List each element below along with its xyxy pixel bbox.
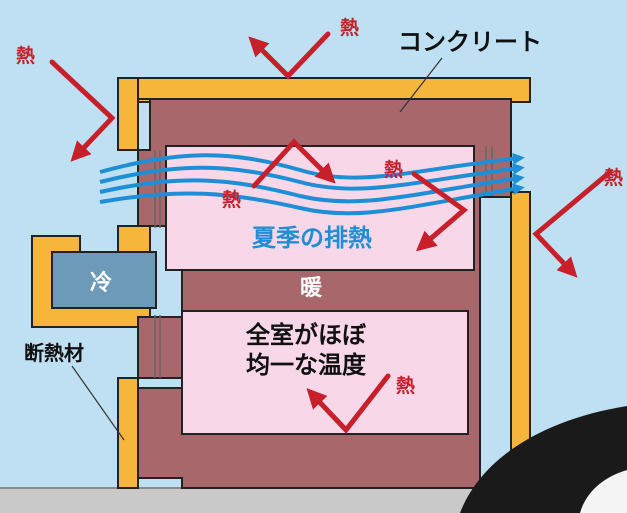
cool-room: [51, 251, 157, 309]
uniform-temp-line1: 全室がほぼ: [245, 321, 367, 349]
lower-room: [181, 310, 469, 435]
heat-arrow-upper-room: [411, 171, 469, 252]
left-lower-insulation: [117, 377, 139, 489]
heat-label-lower-room: 熱: [396, 374, 415, 397]
heat-arrow-right: [532, 169, 613, 278]
heat-arrow-left: [49, 59, 116, 162]
heat-label-ceiling: 熱: [222, 188, 241, 211]
window-lines: [154, 146, 493, 378]
heat-label-roof: 熱: [340, 16, 359, 39]
heat-label-right: 熱: [604, 166, 623, 189]
heat-label-upper-room: 熱: [384, 158, 403, 181]
insulation-leader: [71, 365, 125, 441]
corner-overlay-highlight: [580, 470, 627, 513]
corner-overlay: [460, 406, 627, 513]
summer-exhaust-label: 夏季の排熱: [252, 224, 372, 252]
heat-arrow-roof: [248, 31, 331, 80]
concrete-label: コンクリート: [398, 28, 542, 56]
cool-label: 冷: [90, 270, 112, 296]
warm-label: 暖: [300, 276, 323, 301]
concrete-leader: [399, 57, 443, 113]
heat-arrow-lower-room: [306, 373, 391, 434]
heat-arrow-ceiling: [251, 138, 336, 189]
air-flow-lines: [99, 152, 525, 216]
left-upper-insulation: [117, 77, 139, 151]
heat-label-left: 熱: [16, 44, 35, 67]
uniform-temp-line2: 均一な温度: [246, 351, 367, 379]
insulation-label: 断熱材: [24, 341, 84, 365]
heat-arrows: [49, 31, 613, 434]
